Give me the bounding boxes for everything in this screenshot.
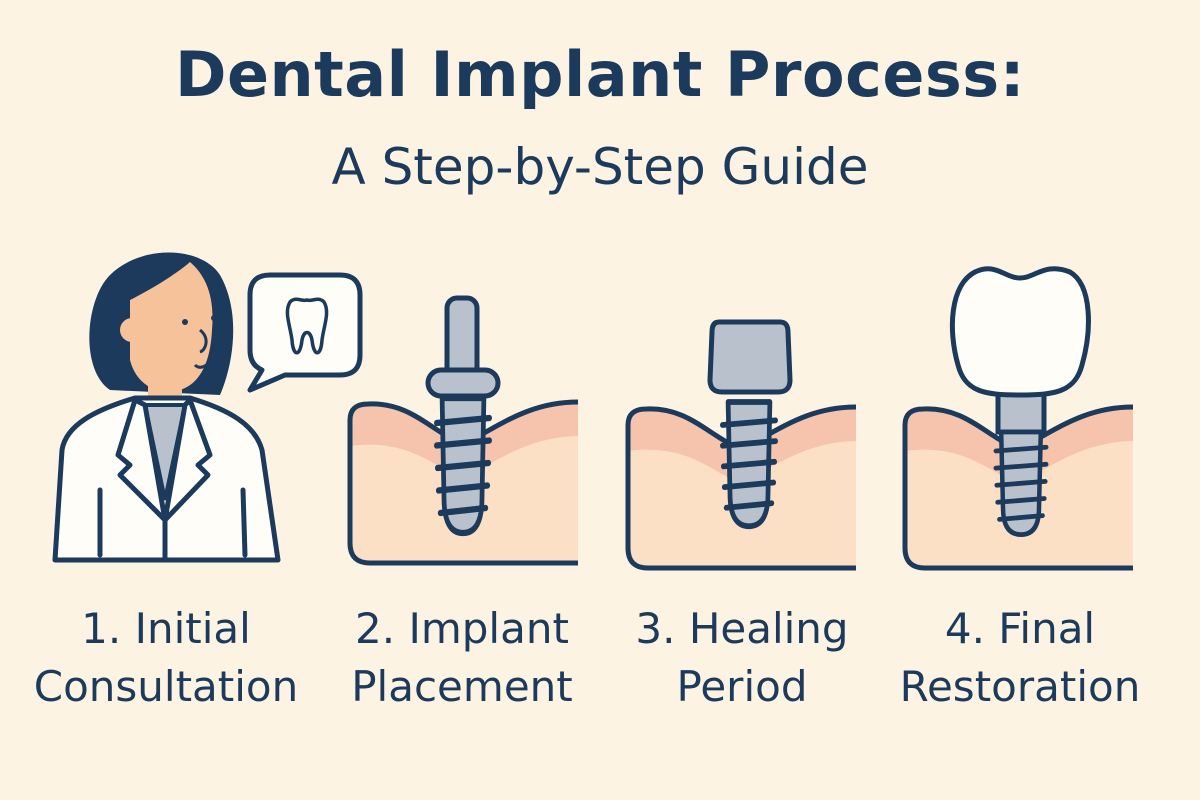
step-3-label: 3. Healing Period (592, 600, 892, 716)
page-title: Dental Implant Process: (175, 38, 1025, 111)
step-4-title: 4. Final (944, 604, 1096, 653)
step-1-label: 1. Initial Consultation (16, 600, 316, 716)
healing-period-illustration (628, 319, 868, 573)
step-2-title: 2. Implant (355, 604, 569, 653)
step-4-label: 4. Final Restoration (870, 600, 1170, 716)
page-subtitle: A Step-by-Step Guide (331, 138, 869, 196)
step-1-subtitle: Consultation (33, 662, 299, 711)
final-restoration-illustration (905, 266, 1145, 573)
tooth-icon (285, 297, 329, 355)
implant-placement-illustration (350, 295, 590, 568)
step-4-subtitle: Restoration (899, 662, 1141, 711)
step-3-title: 3. Healing (635, 604, 849, 653)
dentist-illustration (52, 252, 281, 563)
step-3-subtitle: Period (676, 662, 808, 711)
step-2-label: 2. Implant Placement (312, 600, 612, 716)
speech-bubble (247, 272, 363, 393)
step-1-title: 1. Initial (81, 604, 251, 653)
step-2-subtitle: Placement (351, 662, 573, 711)
